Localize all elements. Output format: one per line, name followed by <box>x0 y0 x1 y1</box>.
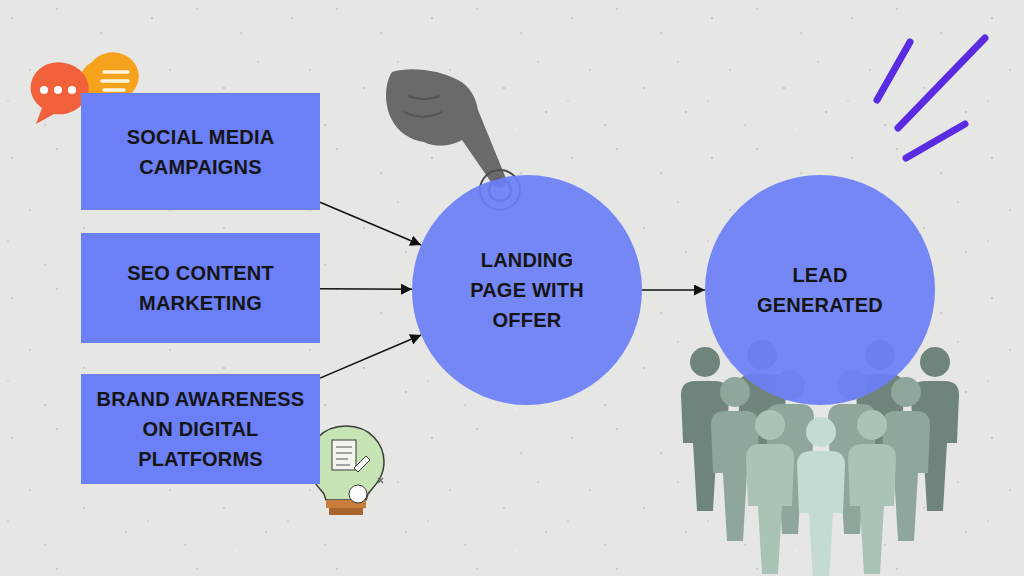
circle-fill <box>412 175 642 405</box>
circle-outline <box>705 175 935 405</box>
node-label: LEAD GENERATED <box>745 260 895 320</box>
flow-arrow <box>320 202 421 245</box>
node-label: SOCIAL MEDIA CAMPAIGNS <box>91 122 310 182</box>
person-head <box>891 377 921 407</box>
lead-circle: LEAD GENERATED <box>705 175 935 405</box>
accent-strokes <box>877 38 985 158</box>
person-head <box>857 410 887 440</box>
person-figure <box>746 410 794 574</box>
flow-arrow <box>320 288 412 290</box>
person-head <box>720 377 750 407</box>
person-figure <box>797 417 845 576</box>
circle-fill <box>705 175 935 405</box>
flow-arrow <box>320 335 421 378</box>
person-body <box>746 444 794 574</box>
node-label: LANDING PAGE WITH OFFER <box>452 245 602 335</box>
flow-arrow <box>642 289 705 291</box>
person-head <box>920 347 950 377</box>
text-holder: BRAND AWARENESS ON DIGITAL PLATFORMS <box>81 374 320 484</box>
person-head <box>690 347 720 377</box>
landing-circle: LANDING PAGE WITH OFFER <box>412 175 642 405</box>
node-label: BRAND AWARENESS ON DIGITAL PLATFORMS <box>91 384 310 474</box>
channel-box: SOCIAL MEDIA CAMPAIGNS <box>81 93 320 210</box>
node-label: SEO CONTENT MARKETING <box>91 258 310 318</box>
person-body <box>848 444 896 574</box>
text-holder: LEAD GENERATED <box>705 175 935 405</box>
person-figure <box>848 410 896 574</box>
text-holder: SOCIAL MEDIA CAMPAIGNS <box>81 93 320 210</box>
channel-box: SEO CONTENT MARKETING <box>81 233 320 343</box>
person-head <box>806 417 836 447</box>
person-body <box>797 451 845 576</box>
text-holder: LANDING PAGE WITH OFFER <box>412 175 642 405</box>
text-holder: SEO CONTENT MARKETING <box>81 233 320 343</box>
channel-box: BRAND AWARENESS ON DIGITAL PLATFORMS <box>81 374 320 484</box>
person-head <box>755 410 785 440</box>
